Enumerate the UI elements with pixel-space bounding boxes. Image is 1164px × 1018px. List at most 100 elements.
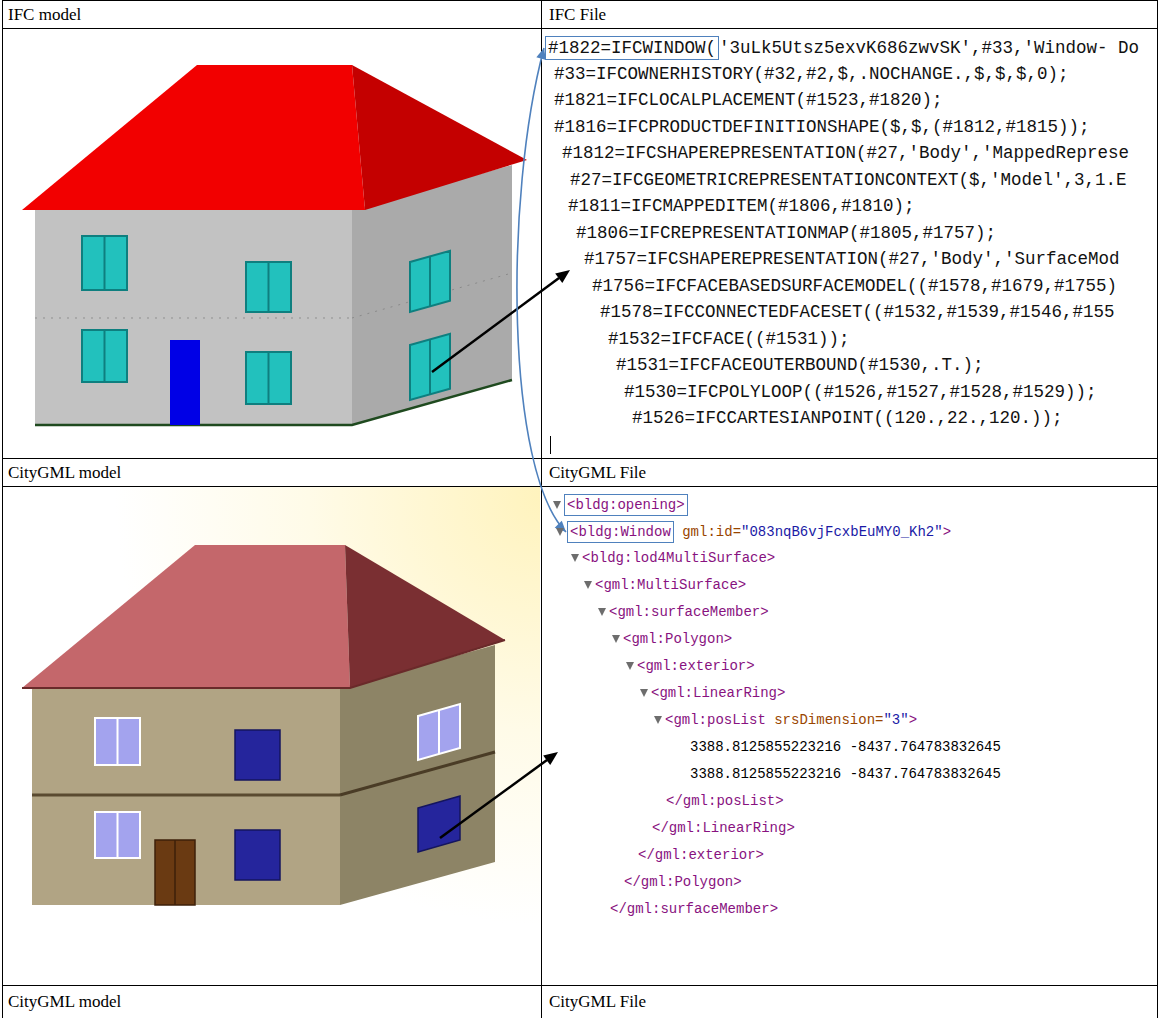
ifc-code: #33=IFCOWNERHISTORY(#32,#2,$,.NOCHANGE.,… xyxy=(554,63,1069,85)
window-mullion xyxy=(117,812,119,858)
arrow-head xyxy=(555,270,570,283)
table-header: CityGML File xyxy=(549,463,646,483)
window xyxy=(235,730,280,780)
expand-triangle xyxy=(640,689,648,697)
expand-triangle xyxy=(553,501,561,509)
ifc-code: #1811=IFCMAPPEDITEM(#1806,#1810); xyxy=(568,195,915,217)
ifc-code-line: #33=IFCOWNERHISTORY(#32,#2,$,.NOCHANGE.,… xyxy=(554,63,1069,85)
text-cursor xyxy=(550,436,551,454)
xml-code-line: 3388.8125855223216 -8437.764783832645 xyxy=(690,764,1001,784)
window xyxy=(410,334,450,400)
xml-code: </gml:exterior> xyxy=(638,845,764,865)
xml-code-line: </gml:Polygon> xyxy=(624,872,742,892)
table-line xyxy=(2,0,1157,1)
xml-code: <gml:Polygon> xyxy=(623,629,732,649)
xml-code-line: 3388.8125855223216 -8437.764783832645 xyxy=(690,737,1001,757)
xml-code: "083nqB6vjFcxbEuMY0_Kh2" xyxy=(741,522,943,542)
ifc-code: #1821=IFCLOCALPLACEMENT(#1523,#1820); xyxy=(554,89,943,111)
window xyxy=(246,262,291,312)
ifc-code-line: #1530=IFCPOLYLOOP((#1526,#1527,#1528,#15… xyxy=(624,381,1097,403)
window xyxy=(418,796,460,852)
pointer-arrow xyxy=(432,278,559,372)
ifc-code: #1578=IFCCONNECTEDFACESET((#1532,#1539,#… xyxy=(600,301,1115,323)
table-header: CityGML model xyxy=(8,463,121,483)
door-split xyxy=(174,840,176,905)
xml-code-line: <bldg:Window gml:id="083nqB6vjFcxbEuMY0_K… xyxy=(556,521,951,543)
ifc-code: #27=IFCGEOMETRICREPRESENTATIONCONTEXT($,… xyxy=(570,169,1127,191)
xml-code-line: </gml:exterior> xyxy=(638,845,764,865)
front-wall xyxy=(35,210,352,425)
xml-code-line: </gml:surfaceMember> xyxy=(610,899,778,919)
expand-triangle xyxy=(654,716,662,724)
table-header: CityGML File xyxy=(549,992,646,1012)
xml-code: 3388.8125855223216 -8437.764783832645 xyxy=(690,737,1001,757)
ifc-code-line: #1812=IFCSHAPEREPRESENTATION(#27,'Body',… xyxy=(562,142,1129,164)
table-line xyxy=(1157,0,1158,1018)
roof-front xyxy=(22,65,365,210)
xml-code-line: <bldg:lod4MultiSurface> xyxy=(571,548,775,568)
ifc-code-line: #1756=IFCFACEBASEDSURFACEMODEL((#1578,#1… xyxy=(592,275,1117,297)
table-header: CityGML model xyxy=(8,463,121,483)
ifc-code-line: #1526=IFCCARTESIANPOINT((120.,22.,120.))… xyxy=(632,407,1063,429)
code-token: #1822=IFCWINDOW( xyxy=(548,38,716,58)
xml-code: gml:id= xyxy=(682,522,741,542)
ifc-code: #1756=IFCFACEBASEDSURFACEMODEL((#1578,#1… xyxy=(592,275,1117,297)
ifc-code-line: #1757=IFCSHAPEREPRESENTATION(#27,'Body',… xyxy=(584,248,1120,270)
table-line xyxy=(2,0,3,1018)
front-wall xyxy=(32,688,340,905)
door xyxy=(155,840,195,905)
ifc-code-line: #1531=IFCFACEOUTERBOUND(#1530,.T.); xyxy=(616,354,984,376)
window xyxy=(235,830,280,880)
expand-triangle xyxy=(626,662,634,670)
table-header: IFC File xyxy=(549,5,606,25)
table-header: CityGML File xyxy=(549,992,646,1012)
xml-code: <bldg:lod4MultiSurface> xyxy=(582,548,775,568)
pointer-arrows xyxy=(432,270,570,838)
window-mullion xyxy=(429,256,431,306)
xml-code: "3" xyxy=(883,710,908,730)
expand-triangle xyxy=(584,581,592,589)
window-mullion xyxy=(104,330,106,382)
xml-code: <gml:LinearRing> xyxy=(651,683,785,703)
ifc-code: #1812=IFCSHAPEREPRESENTATION(#27,'Body',… xyxy=(562,142,1129,164)
ifc-code: #1757=IFCSHAPEREPRESENTATION(#27,'Body',… xyxy=(584,248,1120,270)
xml-code: </gml:posList> xyxy=(666,791,784,811)
table-line xyxy=(2,486,1157,487)
ifc-code: '3uLk5Utsz5exvK686zwvSK',#33,'Window- Do xyxy=(719,37,1139,59)
window xyxy=(95,718,140,765)
window xyxy=(95,812,140,858)
xml-code: > xyxy=(909,710,917,730)
ifc-code-line: #1821=IFCLOCALPLACEMENT(#1523,#1820); xyxy=(554,89,943,111)
xml-code-line: </gml:LinearRing> xyxy=(652,818,795,838)
xml-code: > xyxy=(943,522,951,542)
window-mullion xyxy=(104,236,106,290)
ifc-code: #1531=IFCFACEOUTERBOUND(#1530,.T.); xyxy=(616,354,984,376)
ifc-code-line: #1806=IFCREPRESENTATIONMAP(#1805,#1757); xyxy=(576,222,996,244)
xml-code-line: <gml:LinearRing> xyxy=(640,683,785,703)
roof-hip xyxy=(345,545,505,688)
ifc-code-line: #1811=IFCMAPPEDITEM(#1806,#1810); xyxy=(568,195,915,217)
table-line xyxy=(2,28,1157,29)
xml-code: </gml:surfaceMember> xyxy=(610,899,778,919)
window-mullion xyxy=(429,339,431,394)
xml-code: <gml:exterior> xyxy=(637,656,755,676)
window xyxy=(246,352,291,404)
xml-code: <gml:posList xyxy=(665,710,766,730)
window-mullion xyxy=(117,718,119,765)
door xyxy=(170,340,200,425)
ifc-code-line: #1578=IFCCONNECTEDFACESET((#1532,#1539,#… xyxy=(600,301,1115,323)
code-token: <bldg:opening> xyxy=(567,497,685,513)
code-token: <bldg:Window xyxy=(570,524,671,540)
ifc-code: #1526=IFCCARTESIANPOINT((120.,22.,120.))… xyxy=(632,407,1063,429)
highlight-box: <bldg:Window xyxy=(567,521,674,543)
arrow-head xyxy=(543,752,558,765)
window xyxy=(82,236,127,290)
expand-triangle xyxy=(612,635,620,643)
ifc-code: #1816=IFCPRODUCTDEFINITIONSHAPE($,$,(#18… xyxy=(554,116,1090,138)
ifc-code-line: #1532=IFCFACE((#1531)); xyxy=(608,328,850,350)
windows xyxy=(82,236,450,404)
windows-dark xyxy=(235,730,460,880)
xml-code-line: <gml:Polygon> xyxy=(612,629,732,649)
